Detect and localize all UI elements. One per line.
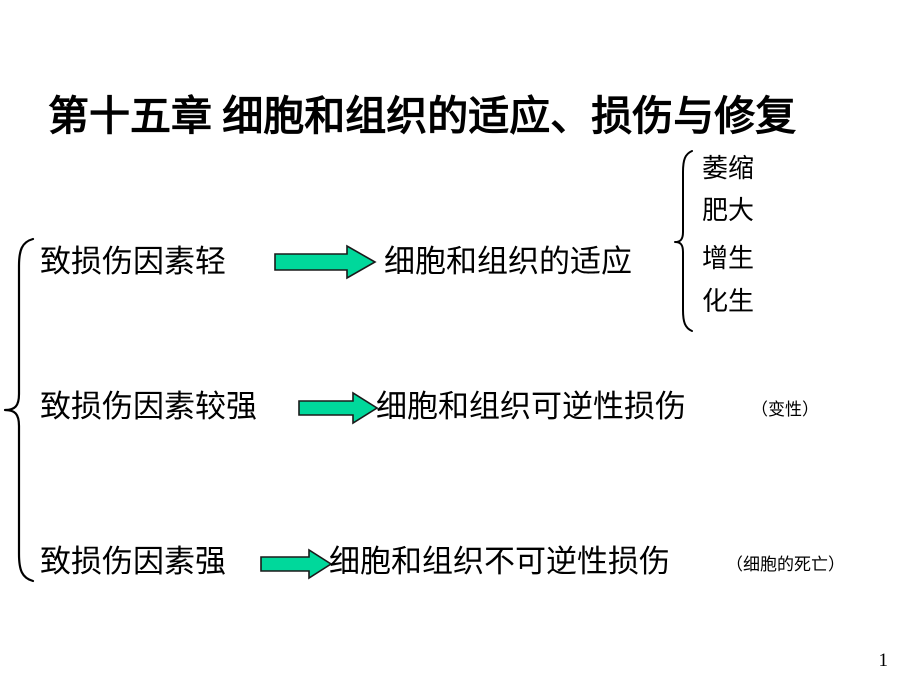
flow-row-3-note: （细胞的死亡）: [726, 555, 845, 574]
right-arrow-icon: [259, 548, 333, 580]
flow-row-2-label: 致损伤因素较强: [40, 389, 257, 424]
page-number: 1: [878, 650, 889, 671]
flow-row-3-target: 细胞和组织不可逆性损伤: [329, 544, 670, 579]
flow-row-3-label: 致损伤因素强: [40, 544, 226, 579]
flow-row-2-target: 细胞和组织可逆性损伤: [376, 389, 686, 424]
page-title: 第十五章 细胞和组织的适应、损伤与修复: [48, 93, 797, 139]
list-item: 肥大: [702, 196, 755, 225]
list-item: 化生: [702, 287, 755, 316]
right-curly-brace: [673, 148, 695, 334]
flow-row-1-label: 致损伤因素轻: [40, 244, 226, 279]
right-arrow-icon: [273, 244, 377, 280]
right-arrow-icon: [297, 391, 379, 425]
list-item: 增生: [702, 244, 755, 273]
flow-row-1-target: 细胞和组织的适应: [384, 244, 632, 279]
left-curly-brace: [2, 236, 36, 584]
flow-row-2-note: （变性）: [751, 400, 819, 419]
list-item: 萎缩: [702, 154, 755, 183]
